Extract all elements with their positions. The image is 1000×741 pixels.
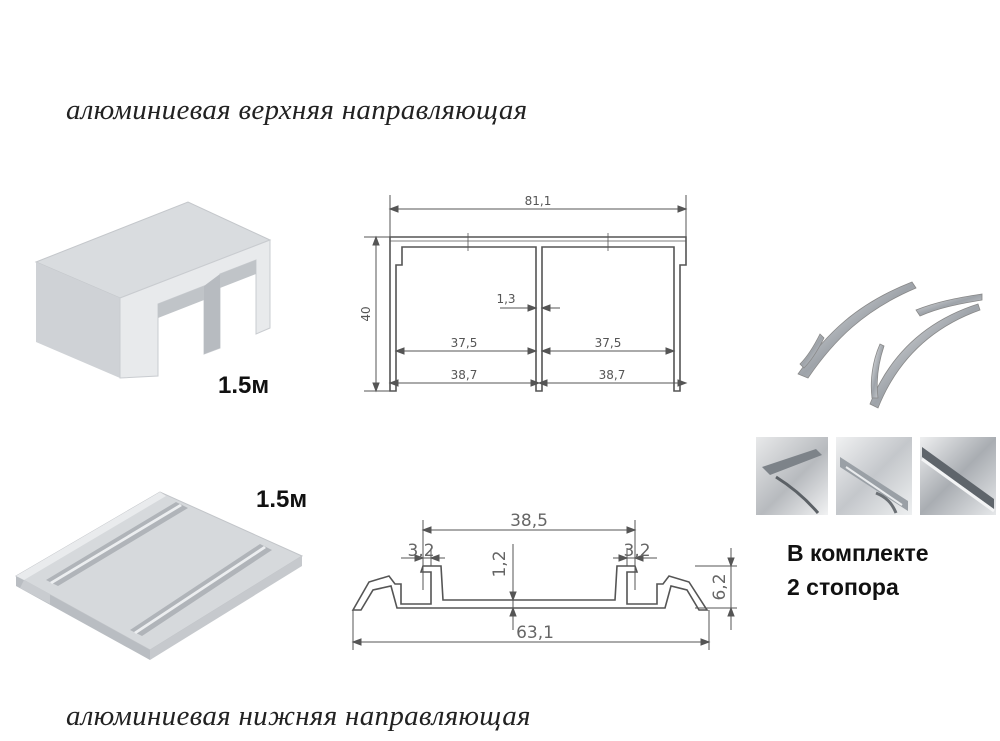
top-rail-length: 1.5м: [218, 372, 270, 399]
dim-bottom-span: 38,5: [510, 511, 548, 531]
dim-bottom-groove-left: 3,2: [407, 541, 434, 561]
dim-top-outer-right: 38,7: [599, 368, 626, 382]
kit-note: В комплекте 2 стопора: [787, 536, 929, 604]
stopper-springs-image: [797, 281, 983, 409]
kit-note-line2: 2 стопора: [787, 574, 899, 600]
top-rail-render: [34, 201, 272, 379]
bottom-rail-render: [14, 491, 304, 660]
stopper-photo-2: [836, 437, 912, 515]
bottom-rail-title: алюминиевая нижняя направляющая: [66, 700, 531, 732]
dim-bottom-base: 1,2: [490, 550, 510, 577]
dim-top-overall: 81,1: [525, 194, 552, 208]
stopper-photo-1: [756, 437, 828, 515]
dim-top-height: 40: [359, 306, 373, 321]
dim-bottom-height: 6,2: [710, 573, 730, 600]
stopper-photo-3: [920, 437, 996, 515]
dim-top-outer-left: 38,7: [451, 368, 478, 382]
bottom-rail-drawing: 38,5 3,2 3,2 1,2 6,2 63,1: [351, 511, 737, 650]
dim-bottom-overall: 63,1: [516, 623, 554, 643]
top-rail-title: алюминиевая верхняя направляющая: [66, 94, 528, 126]
kit-note-line1: В комплекте: [787, 540, 929, 566]
bottom-rail-length: 1.5м: [256, 486, 308, 513]
dim-bottom-groove-right: 3,2: [623, 541, 650, 561]
dim-top-inner-right: 37,5: [595, 336, 622, 350]
top-rail-drawing: 81,1 40 1,3 37,5 37,5 38,7 38,7: [359, 194, 688, 393]
dim-top-inner-left: 37,5: [451, 336, 478, 350]
dim-top-wall: 1,3: [496, 292, 515, 306]
